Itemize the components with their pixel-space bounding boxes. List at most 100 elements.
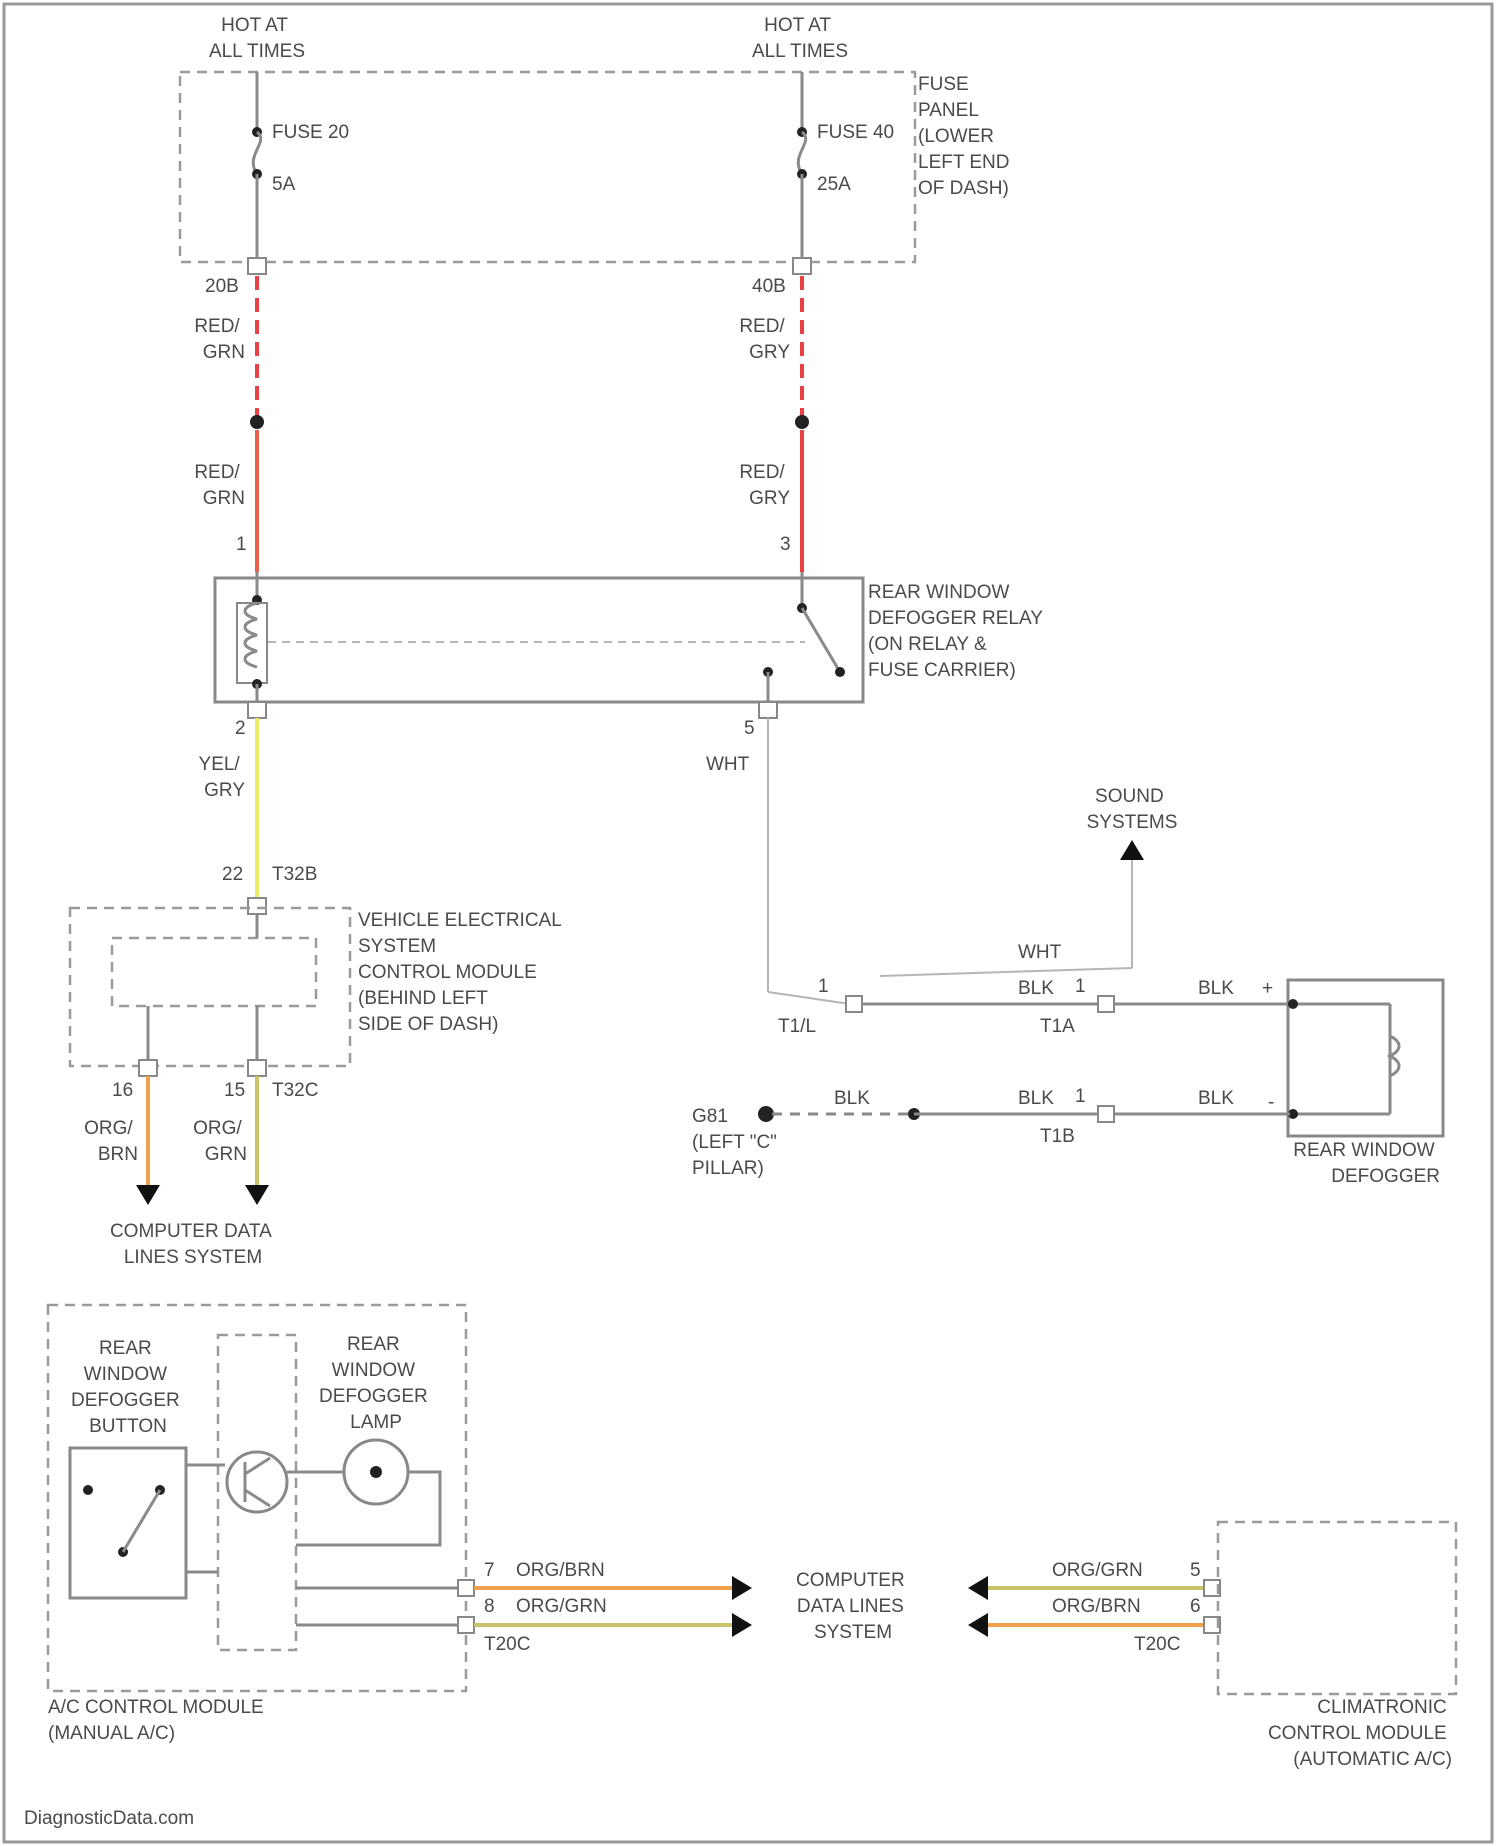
wht-branch-horizontal: [880, 968, 1132, 976]
ground-g81: G81: [692, 1106, 728, 1127]
ac-pin-8-conn: [458, 1617, 474, 1633]
vesm-pin-16-conn: [139, 1060, 157, 1076]
fuse-20-element: [253, 132, 261, 174]
vesm-top-conn: [248, 898, 266, 914]
terminal-20b: [248, 258, 266, 274]
defogger-minus: -: [1268, 1092, 1274, 1113]
t1l-conn: T1/L: [778, 1016, 816, 1037]
blk-ground-label: BLK: [834, 1088, 870, 1109]
transistor-collector: [245, 1458, 270, 1474]
right-conn-t20c: T20C: [1134, 1634, 1180, 1655]
button-switch-arm: [123, 1490, 160, 1552]
fuse-panel-box: [180, 72, 915, 262]
t1b-conn: T1B: [1040, 1126, 1075, 1147]
transistor-icon: [227, 1452, 287, 1512]
relay-pin-3: 3: [780, 534, 791, 555]
bottom-data-lines: 7 8 ORG/BRN ORG/GRN T20C COMPUTER DATA L…: [458, 1522, 1456, 1770]
wht-wire-horizontal: [768, 992, 850, 1004]
defogger-relay: REAR WINDOW DEFOGGER RELAY (ON RELAY & F…: [215, 572, 1048, 739]
blk-lower-right-label: BLK: [1198, 1088, 1234, 1109]
fuse-20-rating: 5A: [272, 174, 296, 195]
splice-left: [250, 415, 264, 429]
t1l-pin: 1: [818, 976, 829, 997]
climatronic-label: CLIMATRONIC CONTROL MODULE (AUTOMATIC A/…: [1268, 1697, 1452, 1770]
t1a-pin: 1: [1075, 976, 1086, 997]
fuse-40-name: FUSE 40: [817, 122, 894, 143]
vesm-conn-t32c: T32C: [272, 1080, 318, 1101]
red-gry-top-label: RED/ GRY: [739, 316, 790, 363]
vehicle-electrical-system-module: YEL/ GRY 22 T32B VEHICLE ELECTRICAL SYST…: [70, 718, 566, 1268]
ac-module-label: A/C CONTROL MODULE (MANUAL A/C): [48, 1697, 269, 1744]
ground-icon: [758, 1106, 774, 1122]
power-section: HOT AT ALL TIMES HOT AT ALL TIMES FUSE P…: [180, 15, 1015, 297]
rear-window-defogger-circuit: WHT SOUND SYSTEMS WHT 1 T1/L BLK 1 T1A B…: [692, 718, 1443, 1187]
t1a-connector: [1098, 996, 1114, 1012]
sound-systems-label: SOUND SYSTEMS: [1087, 786, 1178, 833]
right-pin-5: 5: [1190, 1560, 1201, 1581]
relay-label: REAR WINDOW DEFOGGER RELAY (ON RELAY & F…: [868, 582, 1048, 681]
t1b-connector: [1098, 1106, 1114, 1122]
coil-box: [237, 603, 267, 683]
ac-pin-7: 7: [484, 1560, 495, 1581]
relay-pin-5-conn: [759, 702, 777, 718]
defogger-lamp-label: REAR WINDOW DEFOGGER LAMP: [319, 1334, 433, 1433]
ground-location: (LEFT "C" PILLAR): [692, 1132, 782, 1179]
fuse-panel-label: FUSE PANEL (LOWER LEFT END OF DASH): [918, 74, 1015, 199]
relay-pin-2-conn: [248, 702, 266, 718]
org-brn-label: ORG/ BRN: [84, 1118, 138, 1165]
t1a-conn: T1A: [1040, 1016, 1075, 1037]
right-pin-6: 6: [1190, 1596, 1201, 1617]
ac-conn-t20c: T20C: [484, 1634, 530, 1655]
red-gry-bottom-label: RED/ GRY: [739, 462, 790, 509]
ac-wire-7-label: ORG/BRN: [516, 1560, 605, 1581]
relay-coil-winding: [245, 603, 257, 667]
ac-wire-8-label: ORG/GRN: [516, 1596, 607, 1617]
lamp-return-path: [296, 1472, 440, 1545]
climatronic-module-box: [1218, 1522, 1456, 1694]
arrow-up-icon: [1120, 840, 1144, 860]
defogger-plus-terminal: [1288, 999, 1298, 1009]
ac-control-module: REAR WINDOW DEFOGGER BUTTON REAR WINDOW …: [48, 1305, 466, 1744]
arrow-down-icon: [245, 1185, 269, 1205]
lamp-filament-icon: [370, 1466, 382, 1478]
defogger-plus: +: [1262, 978, 1273, 999]
terminal-40b-label: 40B: [752, 276, 786, 297]
right-wire-a-label: ORG/GRN: [1052, 1560, 1143, 1581]
defogger-button-box: [70, 1448, 186, 1598]
blk-upper-right-label: BLK: [1198, 978, 1234, 999]
t1b-pin: 1: [1075, 1086, 1086, 1107]
arrow-down-icon: [136, 1185, 160, 1205]
hot-at-all-times-right: HOT AT ALL TIMES: [752, 15, 848, 62]
fuse-40-element: [798, 132, 806, 174]
button-contact-top: [83, 1485, 93, 1495]
fuse-20-name: FUSE 20: [272, 122, 349, 143]
vesm-destination: COMPUTER DATA LINES SYSTEM: [110, 1221, 276, 1268]
relay-box: [215, 578, 863, 702]
vesm-conn-t32b: T32B: [272, 864, 317, 885]
relay-pin-1: 1: [236, 534, 247, 555]
t1l-connector: [846, 996, 862, 1012]
relay-pin-5: 5: [744, 718, 755, 739]
arrow-left-icon: [968, 1576, 988, 1600]
switch-contact: [835, 667, 845, 677]
vesm-label: VEHICLE ELECTRICAL SYSTEM CONTROL MODULE…: [358, 910, 566, 1035]
arrow-left-icon: [968, 1613, 988, 1637]
right-wire-b-label: ORG/BRN: [1052, 1596, 1141, 1617]
red-grn-top-label: RED/ GRN: [194, 316, 245, 363]
data-lines-center-label: COMPUTER DATA LINES SYSTEM: [796, 1570, 910, 1643]
hot-at-all-times-left: HOT AT ALL TIMES: [209, 15, 305, 62]
vesm-pin-15: 15: [224, 1080, 245, 1101]
watermark: DiagnosticData.com: [24, 1808, 194, 1829]
vesm-inner-box: [112, 938, 316, 1006]
wht-branch-label: WHT: [1018, 942, 1062, 963]
fuse-40-rating: 25A: [817, 174, 851, 195]
arrow-right-icon: [732, 1576, 752, 1600]
terminal-40b: [793, 258, 811, 274]
terminal-20b-label: 20B: [205, 276, 239, 297]
org-grn-label: ORG/ GRN: [193, 1118, 247, 1165]
yel-gry-label: YEL/ GRY: [199, 754, 246, 801]
splice-right: [795, 415, 809, 429]
defogger-button-label: REAR WINDOW DEFOGGER BUTTON: [71, 1338, 185, 1437]
blk-lower-label: BLK: [1018, 1088, 1054, 1109]
